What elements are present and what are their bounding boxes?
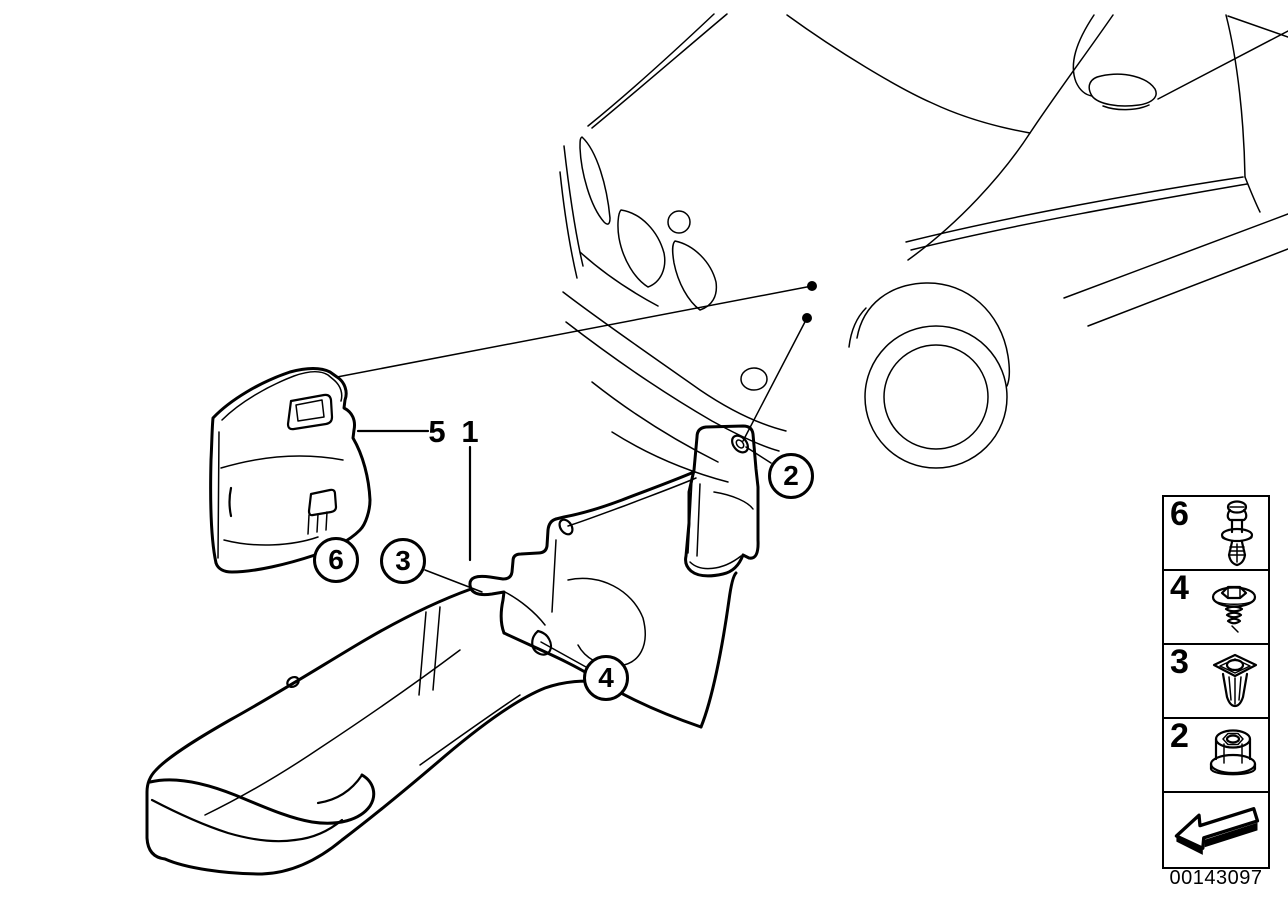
expanding-rivet-icon (1220, 500, 1254, 567)
bmw-roundel-icon (667, 210, 691, 234)
front-wheel (864, 325, 1008, 469)
fastener-legend: 6 4 (1162, 495, 1270, 869)
mount-hole-right (731, 434, 749, 454)
legend-number: 6 (1170, 495, 1189, 533)
fog-light (740, 367, 768, 391)
legend-item-4: 4 (1164, 569, 1268, 645)
leader-circle-3 (424, 569, 483, 593)
callout-circle-6: 6 (313, 537, 359, 583)
leader-circle-4 (540, 641, 587, 668)
wheel-arch (856, 282, 1011, 387)
part-5-drawing (209, 367, 372, 574)
leader-lines (336, 281, 817, 668)
mount-hole-left (558, 518, 574, 536)
washer-screw-icon (1211, 585, 1257, 633)
legend-number: 3 (1170, 643, 1189, 681)
callout-circle-2: 2 (768, 453, 814, 499)
clip-slot-detail (531, 629, 553, 656)
legend-item-6: 6 (1164, 495, 1268, 571)
callout-circle-4: 4 (583, 655, 629, 701)
side-mirror (1088, 73, 1157, 107)
expanding-nut-icon (1212, 653, 1258, 708)
plastic-nut-icon (1209, 729, 1257, 776)
legend-item-3: 3 (1164, 643, 1268, 719)
callout-circle-3: 3 (380, 538, 426, 584)
callout-label-5: 5 (428, 414, 446, 449)
direction-arrow-icon (1174, 806, 1260, 855)
image-id: 00143097 (1169, 867, 1263, 889)
callout-label-1: 1 (461, 414, 479, 449)
legend-number: 4 (1170, 569, 1189, 607)
legend-number: 2 (1170, 717, 1189, 755)
legend-direction-arrow (1164, 793, 1268, 867)
main-part-drawing (145, 424, 760, 876)
legend-item-2: 2 (1164, 717, 1268, 793)
car-outline (559, 13, 1288, 483)
